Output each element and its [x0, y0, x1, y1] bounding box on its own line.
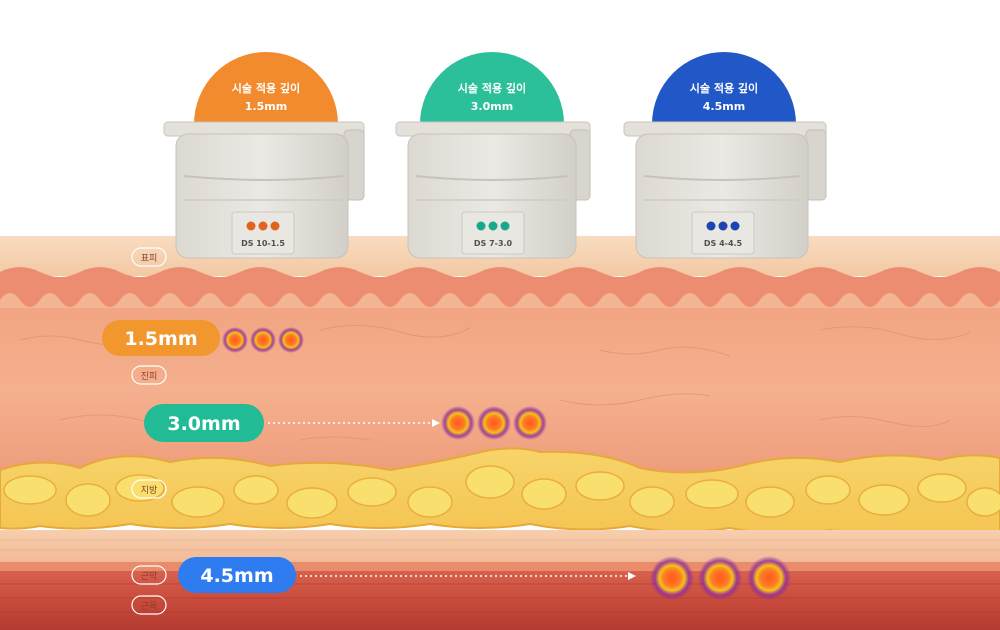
- depth-marker-1-5: 1.5mm: [102, 320, 304, 356]
- cartridge-1-depth: 1.5mm: [245, 100, 287, 113]
- fat-cells: [3, 465, 1000, 519]
- fascia-layer: [0, 562, 1000, 572]
- cartridge-1-dot: [246, 221, 256, 231]
- svg-text:근막: 근막: [141, 571, 158, 582]
- focal-point: [513, 406, 547, 440]
- depth-pill-4-5-label: 4.5mm: [200, 565, 273, 587]
- focal-point: [747, 556, 791, 600]
- cartridge-2-dot: [476, 221, 486, 231]
- focal-point: [222, 327, 248, 353]
- fiber-lines: [0, 539, 1000, 551]
- cartridge-1-code: DS 10-1.5: [241, 239, 285, 248]
- focal-point: [441, 406, 475, 440]
- cartridge-1: 시술 적용 깊이 1.5mm DS 10-1.5: [163, 52, 365, 259]
- layer-label-fascia: 근막: [131, 565, 167, 585]
- cartridge-2-depth: 3.0mm: [471, 100, 513, 113]
- cartridge-1-dot: [258, 221, 268, 231]
- svg-text:표피: 표피: [141, 253, 158, 264]
- depth-pill-3-0: [144, 404, 264, 442]
- focal-point: [278, 327, 304, 353]
- cartridge-3-dot: [718, 221, 728, 231]
- depth-pill-1-5: [102, 320, 220, 356]
- depth-marker-4-5: 4.5mm: [178, 556, 791, 600]
- layer-label-epidermis: 표피: [131, 247, 167, 267]
- cartridge-1-dot: [270, 221, 280, 231]
- cartridge-2-dot: [488, 221, 498, 231]
- focal-point: [698, 556, 742, 600]
- cartridge-2-dot: [500, 221, 510, 231]
- cartridge-3: 시술 적용 깊이 4.5mm DS 4-4.5: [623, 52, 827, 259]
- depth-marker-3-0: 3.0mm: [144, 404, 547, 442]
- layer-label-dermis: 진피: [131, 365, 167, 385]
- cartridge-3-dot: [706, 221, 716, 231]
- depth-pill-3-0-label: 3.0mm: [167, 413, 240, 435]
- muscle-fibers: [0, 583, 1000, 613]
- cartridge-3-code: DS 4-4.5: [704, 239, 743, 248]
- focal-point: [250, 327, 276, 353]
- cartridge-2: 시술 적용 깊이 3.0mm DS 7-3.0: [395, 52, 591, 259]
- cartridge-2-code: DS 7-3.0: [474, 239, 513, 248]
- focal-point: [477, 406, 511, 440]
- cartridge-3-dome: [652, 52, 796, 124]
- focal-point: [650, 556, 694, 600]
- muscle-layer: [0, 571, 1000, 630]
- cartridge-3-dot: [730, 221, 740, 231]
- svg-text:지방: 지방: [141, 485, 158, 496]
- svg-text:진피: 진피: [141, 371, 158, 382]
- depth-pill-4-5: [178, 557, 296, 593]
- cartridge-1-dome-title: 시술 적용 깊이: [232, 81, 300, 95]
- cartridge-1-dome: [194, 52, 338, 124]
- cartridge-2-dome-title: 시술 적용 깊이: [458, 81, 526, 95]
- layer-label-fat: 지방: [131, 479, 167, 499]
- cartridge-3-depth: 4.5mm: [703, 100, 745, 113]
- cartridge-3-dome-title: 시술 적용 깊이: [690, 81, 758, 95]
- layer-label-muscle: 근육: [131, 595, 167, 615]
- cartridge-2-dome: [420, 52, 564, 124]
- subcutaneous-band: [0, 530, 1000, 564]
- depth-pill-1-5-label: 1.5mm: [124, 328, 197, 350]
- svg-text:근육: 근육: [141, 601, 158, 612]
